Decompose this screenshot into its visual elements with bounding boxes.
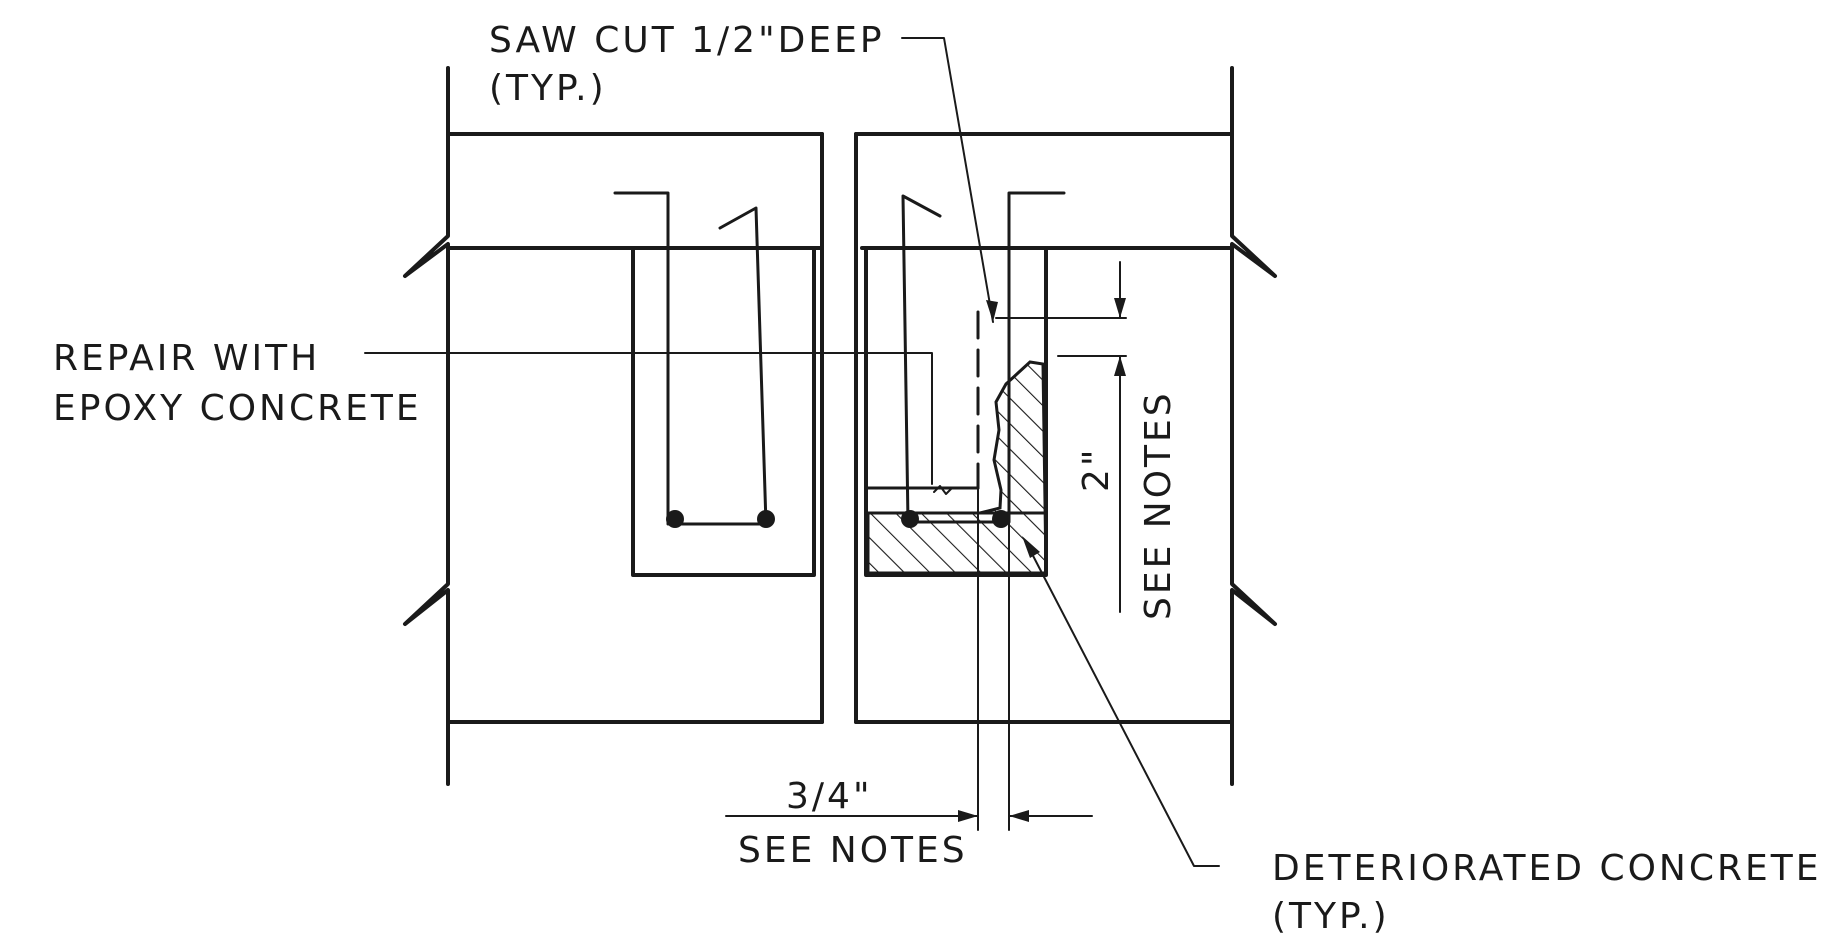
dim-34in-note-label: SEE NOTES (738, 830, 968, 871)
deteriorated-label: DETERIORATED CONCRETE (1272, 848, 1822, 889)
leaders (364, 37, 1220, 867)
dim-34in-label: 3/4" (786, 776, 873, 817)
right-rebar-bottom-2 (992, 510, 1010, 528)
dim-2in-label: 2" (1076, 447, 1117, 492)
saw-cut-typ-label: (TYP.) (489, 68, 607, 109)
right-rebar-bottom-1 (901, 510, 919, 528)
dim-2in-note-label: SEE NOTES (1138, 390, 1179, 620)
left-rebar-bottom-2 (757, 510, 775, 528)
deteriorated-typ-label: (TYP.) (1272, 896, 1390, 934)
dimension-34in (725, 487, 1093, 831)
dimension-2in (995, 261, 1127, 613)
repair-label-line2: EPOXY CONCRETE (53, 388, 422, 429)
right-beam (854, 66, 1277, 786)
hatched-repair-zone (866, 360, 1048, 575)
left-rebar-bottom-1 (666, 510, 684, 528)
left-beam (403, 66, 824, 786)
saw-cut-label: SAW CUT 1/2"DEEP (489, 20, 885, 61)
repair-label: REPAIR WITH (53, 338, 320, 379)
